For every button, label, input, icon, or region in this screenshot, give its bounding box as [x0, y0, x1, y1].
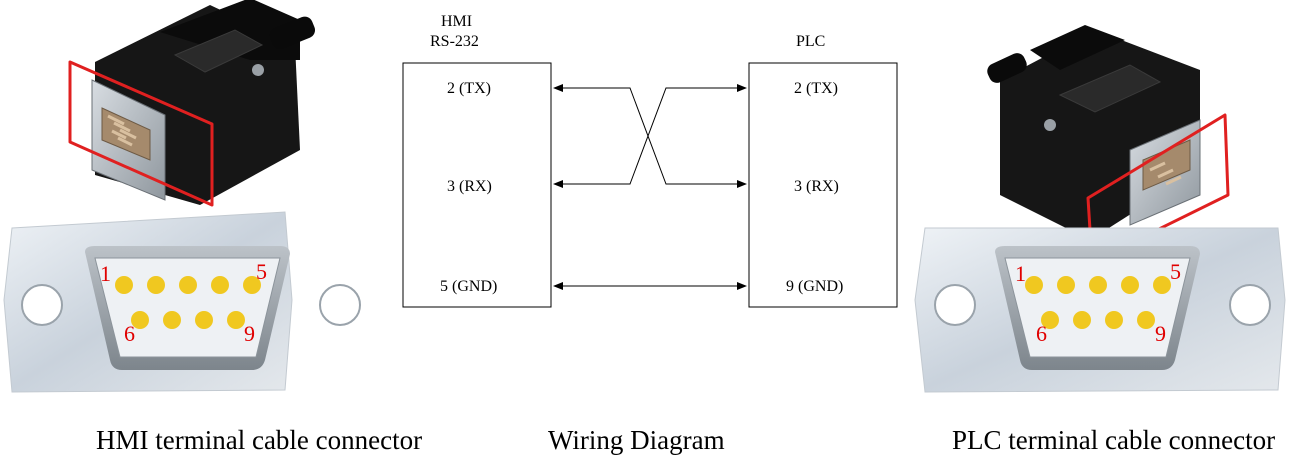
hmi-pin-2: [147, 276, 165, 294]
plc-pin-2: [1057, 276, 1075, 294]
hmi-pin-label-6: 6: [124, 321, 135, 346]
hmi-pin-label-9: 9: [244, 321, 255, 346]
plc-pin-4: [1121, 276, 1139, 294]
plc-pin-label-1: 1: [1015, 261, 1026, 286]
hmi-pin-array: [115, 276, 261, 329]
arrowhead-left-gnd: [553, 282, 563, 290]
plc-pin-8: [1105, 311, 1123, 329]
hmi-pin-5: [243, 276, 261, 294]
arrowhead-left-tx: [553, 84, 563, 92]
hmi-pin-3: [179, 276, 197, 294]
hmi-pin-6: [131, 311, 149, 329]
arrowhead-right-tx: [737, 84, 747, 92]
plc-caption: PLC terminal cable connector: [952, 425, 1276, 455]
plc-port-face: [914, 227, 1286, 393]
plc-pin-9: [1137, 311, 1155, 329]
hmi-pin-label-5: 5: [256, 259, 267, 284]
hmi-port-face: [3, 211, 361, 393]
plc-pin-label-6: 6: [1036, 321, 1047, 346]
hmi-pin-1: [115, 276, 133, 294]
hmi-caption: HMI terminal cable connector: [96, 425, 423, 455]
plc-pin-tx: 2 (TX): [794, 80, 838, 97]
plc-pin-array: [1025, 276, 1171, 329]
hmi-pin-label-1: 1: [100, 261, 111, 286]
plc-pin-label-5: 5: [1170, 259, 1181, 284]
plc-pin-3: [1089, 276, 1107, 294]
plc-pin-7: [1073, 311, 1091, 329]
hmi-pin-7: [163, 311, 181, 329]
hmi-pin-gnd: 5 (GND): [440, 278, 497, 295]
hmi-pin-9: [227, 311, 245, 329]
wire-hmi-tx-to-plc-rx: [557, 87, 741, 185]
hmi-pin-tx: 2 (TX): [447, 80, 491, 97]
arrowhead-right-rx: [737, 180, 747, 188]
arrowhead-left-rx: [553, 180, 563, 188]
hmi-box-header-line2: RS-232: [430, 33, 479, 50]
hmi-box: [402, 62, 552, 308]
plc-pin-rx: 3 (RX): [794, 178, 839, 195]
hmi-box-header-line1: HMI: [441, 13, 472, 30]
hmi-pin-8: [195, 311, 213, 329]
hmi-pin-4: [211, 276, 229, 294]
plc-connector-3d: [987, 25, 1230, 264]
hmi-pin-rx: 3 (RX): [447, 178, 492, 195]
plc-pin-1: [1025, 276, 1043, 294]
plc-pin-label-9: 9: [1155, 321, 1166, 346]
arrowhead-right-gnd: [737, 282, 747, 290]
plc-pin-5: [1153, 276, 1171, 294]
plc-pin-6: [1041, 311, 1059, 329]
wire-hmi-rx-to-plc-tx: [557, 87, 741, 185]
wiring-diagram-caption: Wiring Diagram: [548, 425, 725, 455]
hmi-connector-3d: [68, 0, 316, 207]
wiring-diagram: HMI RS-232 PLC 2 (TX) 3 (RX) 5 (GND) 2 (…: [402, 13, 898, 308]
plc-box: [748, 62, 898, 308]
plc-box-header: PLC: [796, 33, 825, 50]
plc-pin-gnd: 9 (GND): [786, 278, 843, 295]
